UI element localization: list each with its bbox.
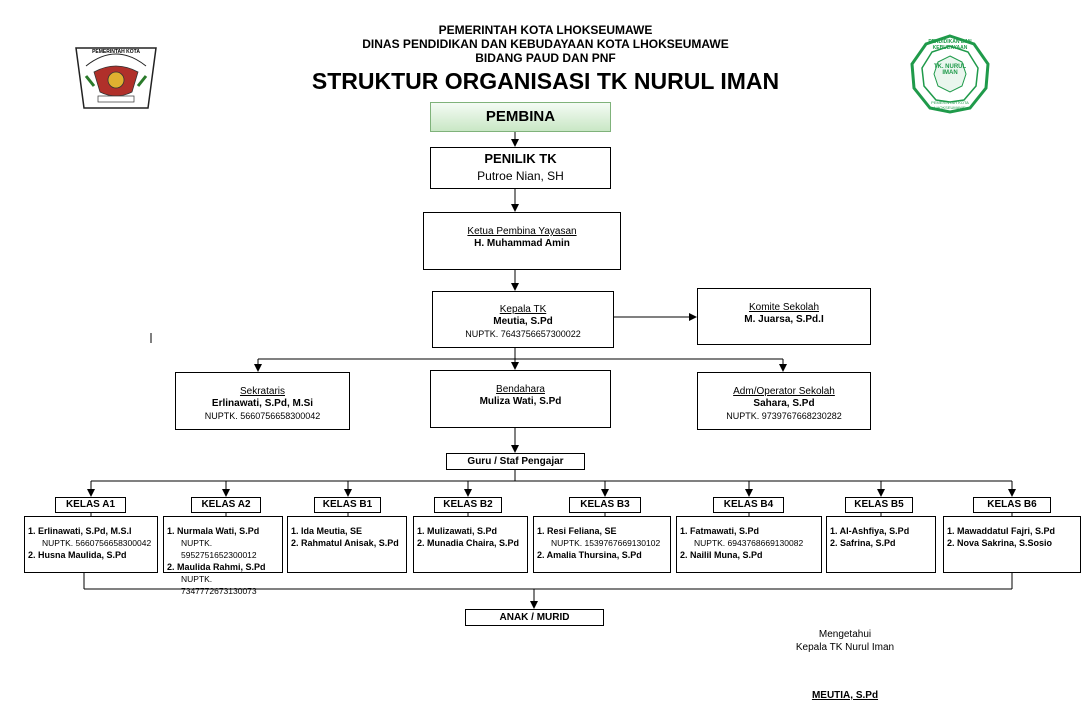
kelas-label: KELAS B3 xyxy=(580,499,630,510)
kelas-member-name: 1. Erlinawati, S.Pd, M.S.I xyxy=(28,526,132,536)
kepala-box: Kepala TK Meutia, S.Pd NUPTK. 7643756657… xyxy=(432,291,614,348)
kelas-label-box: KELAS B1 xyxy=(314,497,381,513)
kelas-label: KELAS B1 xyxy=(322,499,373,510)
kelas-member-name: 1. Nurmala Wati, S.Pd xyxy=(167,526,260,536)
kelas-label-box: KELAS B2 xyxy=(434,497,502,513)
adm-name: Sahara, S.Pd xyxy=(753,398,815,409)
kelas-member-name: 2. Munadia Chaira, S.Pd xyxy=(417,538,520,548)
kelas-member-name: 2. Safrina, S.Pd xyxy=(830,538,896,548)
penilik-name: Putroe Nian, SH xyxy=(477,169,564,183)
guru-label: Guru / Staf Pengajar xyxy=(467,456,564,467)
kelas-member-name: 1. Fatmawati, S.Pd xyxy=(680,526,760,536)
bendahara-box: Bendahara Muliza Wati, S.Pd xyxy=(430,370,611,428)
komite-name: M. Juarsa, S.Pd.I xyxy=(744,314,824,325)
kelas-label-box: KELAS B3 xyxy=(569,497,641,513)
kepala-name: Meutia, S.Pd xyxy=(493,316,553,327)
kelas-member-name: 1. Mulizawati, S.Pd xyxy=(417,526,498,536)
kelas-member-name: 2. Rahmatul Anisak, S.Pd xyxy=(291,538,399,548)
kelas-label-box: KELAS B6 xyxy=(973,497,1051,513)
logo-left-text: PEMERINTAH KOTA xyxy=(92,49,140,55)
kepala-nuptk: NUPTK. 7643756657300022 xyxy=(465,329,581,339)
tk-nurul-iman-logo: PENDIDIKAN DAN KEBUDAYAAN TK. NURUL IMAN… xyxy=(908,34,992,114)
kelas-member-box: 1. Resi Feliana, SE NUPTK. 15397676691301… xyxy=(533,516,671,573)
komite-box: Komite Sekolah M. Juarsa, S.Pd.I xyxy=(697,288,871,345)
adm-nuptk: NUPTK. 9739767668230282 xyxy=(726,411,842,421)
kelas-member-box: 1. Al-Ashfiya, S.Pd 2. Safrina, S.Pd xyxy=(826,516,936,573)
penilik-box: PENILIK TK Putroe Nian, SH xyxy=(430,147,611,189)
kelas-member-name: 2. Nailil Muna, S.Pd xyxy=(680,550,763,560)
pemko-lhokseumawe-logo: PEMERINTAH KOTA xyxy=(72,36,160,111)
header-line3: BIDANG PAUD DAN PNF xyxy=(475,51,616,65)
footer-signer: MEUTIA, S.Pd xyxy=(811,690,879,701)
murid-label: ANAK / MURID xyxy=(499,612,570,623)
kelas-member-box: 1. Ida Meutia, SE 2. Rahmatul Anisak, S.P… xyxy=(287,516,407,573)
kelas-member-nuptk: NUPTK. 1539767669130102 xyxy=(551,538,661,548)
kelas-label-box: KELAS A1 xyxy=(55,497,126,513)
guru-box: Guru / Staf Pengajar xyxy=(446,453,585,470)
murid-box: ANAK / MURID xyxy=(465,609,604,626)
kelas-member-name: 1. Resi Feliana, SE xyxy=(537,526,617,536)
kelas-member-name: 1. Al-Ashfiya, S.Pd xyxy=(830,526,910,536)
kelas-label-box: KELAS A2 xyxy=(191,497,261,513)
sekretaris-box: Sekrataris Erlinawati, S.Pd, M.Si NUPTK.… xyxy=(175,372,350,430)
kelas-member-box: 1. Mawaddatul Fajri, S.Pd 2. Nova Sakrina… xyxy=(943,516,1081,573)
footer-role: Kepala TK Nurul Iman xyxy=(795,642,895,653)
ketua-name: H. Muhammad Amin xyxy=(474,238,570,249)
header-line1: PEMERINTAH KOTA LHOKSEUMAWE xyxy=(438,23,653,37)
adm-title: Adm/Operator Sekolah xyxy=(733,386,835,397)
sekretaris-title: Sekrataris xyxy=(239,386,285,397)
footer-mengetahui: Mengetahui xyxy=(818,629,872,640)
kelas-label: KELAS B5 xyxy=(854,499,904,510)
kelas-member-nuptk: NUPTK. 6943768669130082 xyxy=(694,538,804,548)
kelas-member-name: 2. Nova Sakrina, S.Sosio xyxy=(947,538,1053,548)
kelas-member-name: 2. Husna Maulida, S.Pd xyxy=(28,550,127,560)
kelas-member-box: 1. Mulizawati, S.Pd 2. Munadia Chaira, S.… xyxy=(413,516,528,573)
kelas-member-name: 1. Ida Meutia, SE xyxy=(291,526,363,536)
ketua-box: Ketua Pembina Yayasan H. Muhammad Amin xyxy=(423,212,621,270)
kelas-member-nuptk: NUPTK. 5952751652300012 xyxy=(181,538,257,560)
adm-box: Adm/Operator Sekolah Sahara, S.Pd NUPTK.… xyxy=(697,372,871,430)
logo-right-outer-text: PENDIDIKAN DAN KEBUDAYAAN xyxy=(928,39,972,51)
logo-right-inner-text: PEMERINTAH KOTA LHOKSEUMAWE xyxy=(931,100,969,110)
kelas-label: KELAS B2 xyxy=(443,499,493,510)
logo-right-mid-text: TK. NURUL IMAN xyxy=(933,64,967,76)
kepala-title: Kepala TK xyxy=(499,304,547,315)
kelas-label: KELAS B4 xyxy=(723,499,774,510)
pembina-label: PEMBINA xyxy=(485,108,556,125)
kelas-member-nuptk: NUPTK. 5660756658300042 xyxy=(42,538,152,548)
pembina-box: PEMBINA xyxy=(430,102,611,132)
ketua-title: Ketua Pembina Yayasan xyxy=(467,226,577,237)
komite-title: Komite Sekolah xyxy=(748,302,820,313)
kelas-label-box: KELAS B5 xyxy=(845,497,913,513)
kelas-label-box: KELAS B4 xyxy=(713,497,784,513)
kelas-member-name: 2. Maulida Rahmi, S.Pd xyxy=(167,562,266,572)
sekretaris-nuptk: NUPTK. 5660756658300042 xyxy=(204,411,321,421)
bendahara-title: Bendahara xyxy=(496,384,545,395)
bendahara-name: Muliza Wati, S.Pd xyxy=(479,396,562,407)
page-title: STRUKTUR ORGANISASI TK NURUL IMAN xyxy=(311,68,780,94)
sekretaris-name: Erlinawati, S.Pd, M.Si xyxy=(211,398,314,409)
kelas-member-name: 2. Amalia Thursina, S.Pd xyxy=(537,550,642,560)
kelas-member-name: 1. Mawaddatul Fajri, S.Pd xyxy=(947,526,1056,536)
penilik-title: PENILIK TK xyxy=(484,151,557,166)
kelas-label: KELAS A2 xyxy=(201,499,251,510)
kelas-label: KELAS A1 xyxy=(65,499,116,510)
kelas-member-nuptk: NUPTK. 7347772673130073 xyxy=(181,574,257,596)
kelas-label: KELAS B6 xyxy=(987,499,1037,510)
header-line2: DINAS PENDIDIKAN DAN KEBUDAYAAN KOTA LHO… xyxy=(362,37,729,51)
kelas-member-box: 1. Erlinawati, S.Pd, M.S.I NUPTK. 5660756… xyxy=(24,516,158,573)
